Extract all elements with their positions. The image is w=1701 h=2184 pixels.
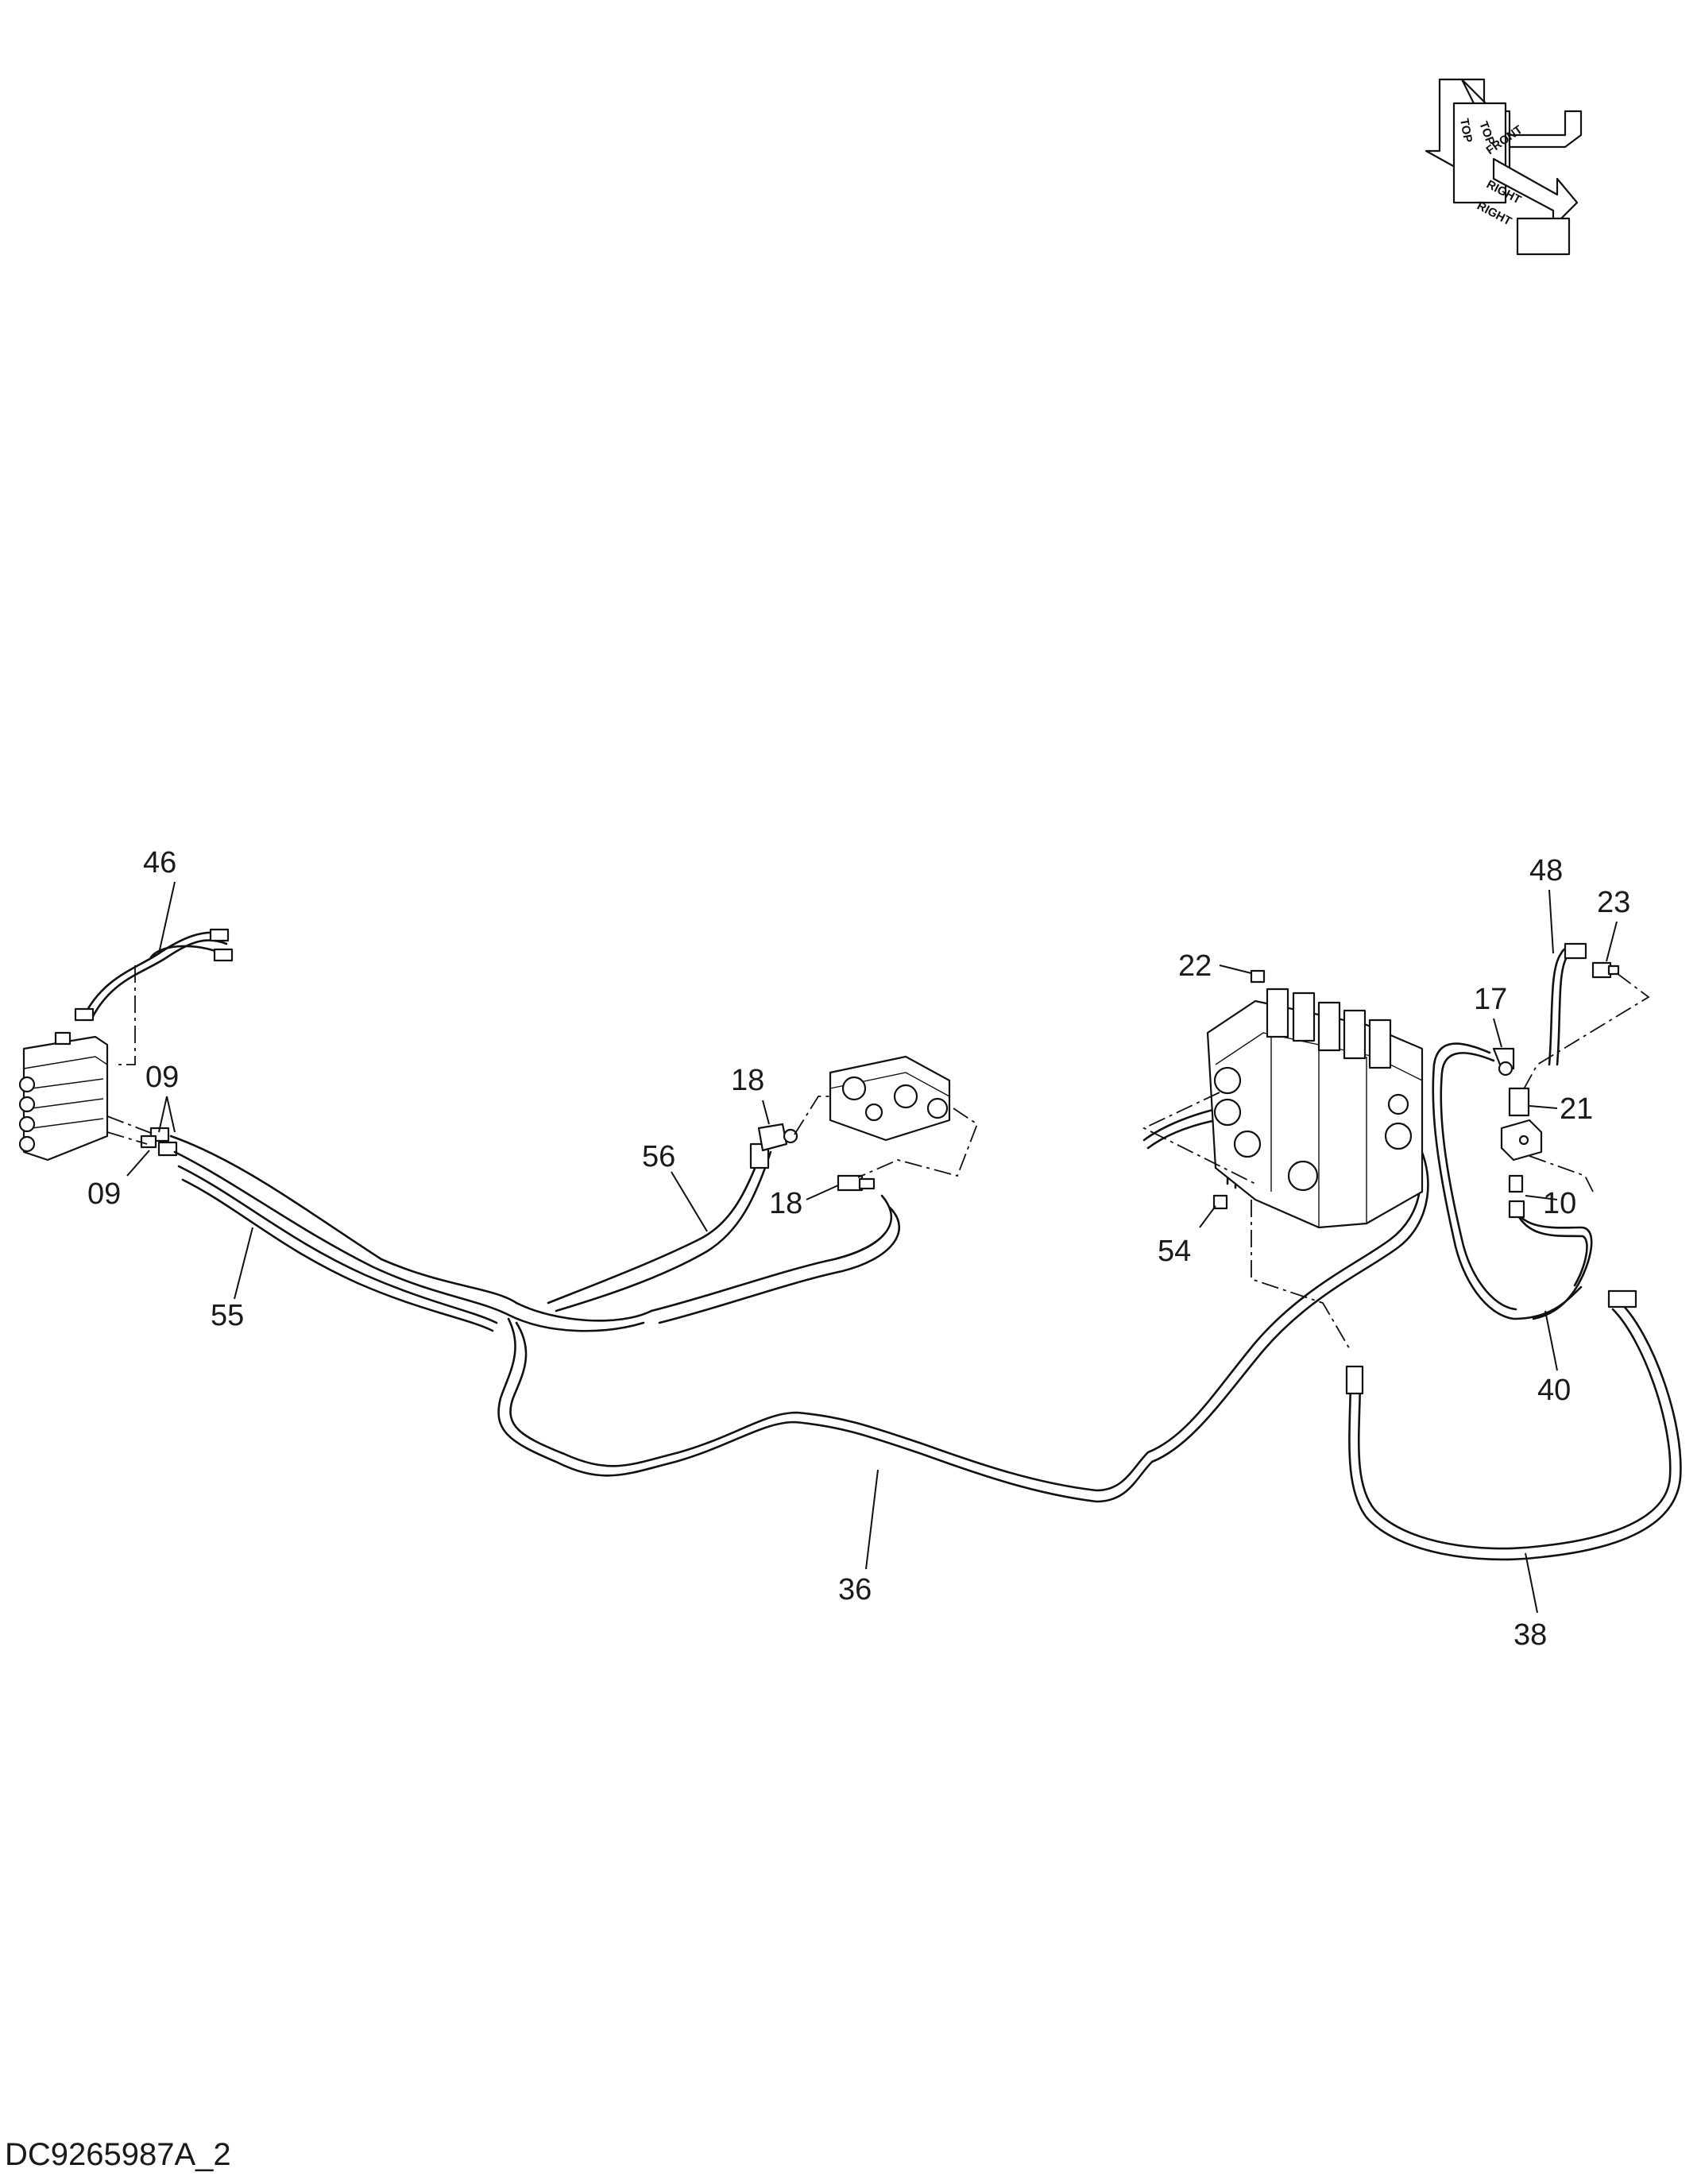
callout-55[interactable]: 55: [211, 1299, 244, 1332]
callout-21[interactable]: 21: [1560, 1092, 1593, 1126]
callout-48[interactable]: 48: [1529, 854, 1563, 887]
fitting-23: [1517, 921, 1650, 1101]
hose-48: [1548, 889, 1587, 1066]
callout-22[interactable]: 22: [1178, 949, 1212, 983]
hose-bundle-55: [169, 1135, 653, 1332]
callout-09-lower[interactable]: 09: [87, 1177, 121, 1211]
fittings-09: [106, 1096, 178, 1177]
callout-18-lower[interactable]: 18: [769, 1187, 802, 1220]
callout-36[interactable]: 36: [838, 1573, 872, 1606]
main-control-valve: [1142, 988, 1424, 1351]
callouts: 46 09 09 55 56 18 18 36 22 54 48 23 17 2…: [87, 846, 1630, 1652]
plug-22: [1219, 964, 1266, 984]
hose-56: [547, 1142, 900, 1324]
fitting-17: [1492, 1018, 1515, 1077]
orientation-top-label: TOP: [1457, 118, 1475, 144]
callout-17[interactable]: 17: [1474, 983, 1507, 1016]
plug-54: [1199, 1194, 1228, 1228]
document-id: DC9265987A_2: [5, 2137, 231, 2172]
fitting-21: [1508, 1087, 1558, 1117]
wire-harness-46: [74, 881, 234, 1022]
callout-23[interactable]: 23: [1597, 886, 1630, 919]
hose-40: [1508, 1200, 1593, 1371]
fitting-10: [1508, 1174, 1558, 1200]
hose-loop-upper: [1432, 1042, 1583, 1320]
junction-block: [1500, 1119, 1594, 1193]
orientation-indicator: TOP TOP FRONT RIGHT RIGHT: [1425, 78, 1583, 256]
callout-38[interactable]: 38: [1514, 1618, 1547, 1652]
shuttle-valve-block: [829, 1055, 979, 1178]
fitting-18-straight: [806, 1174, 876, 1200]
callout-46[interactable]: 46: [143, 846, 176, 879]
pilot-valve-block: [18, 1031, 109, 1162]
callout-10[interactable]: 10: [1543, 1187, 1576, 1220]
callout-09-upper[interactable]: 09: [145, 1061, 179, 1094]
callout-40[interactable]: 40: [1537, 1374, 1571, 1407]
callout-18-upper[interactable]: 18: [731, 1064, 764, 1097]
callout-54[interactable]: 54: [1158, 1235, 1191, 1268]
callout-56[interactable]: 56: [642, 1140, 675, 1173]
hose-38: [1345, 1289, 1682, 1614]
